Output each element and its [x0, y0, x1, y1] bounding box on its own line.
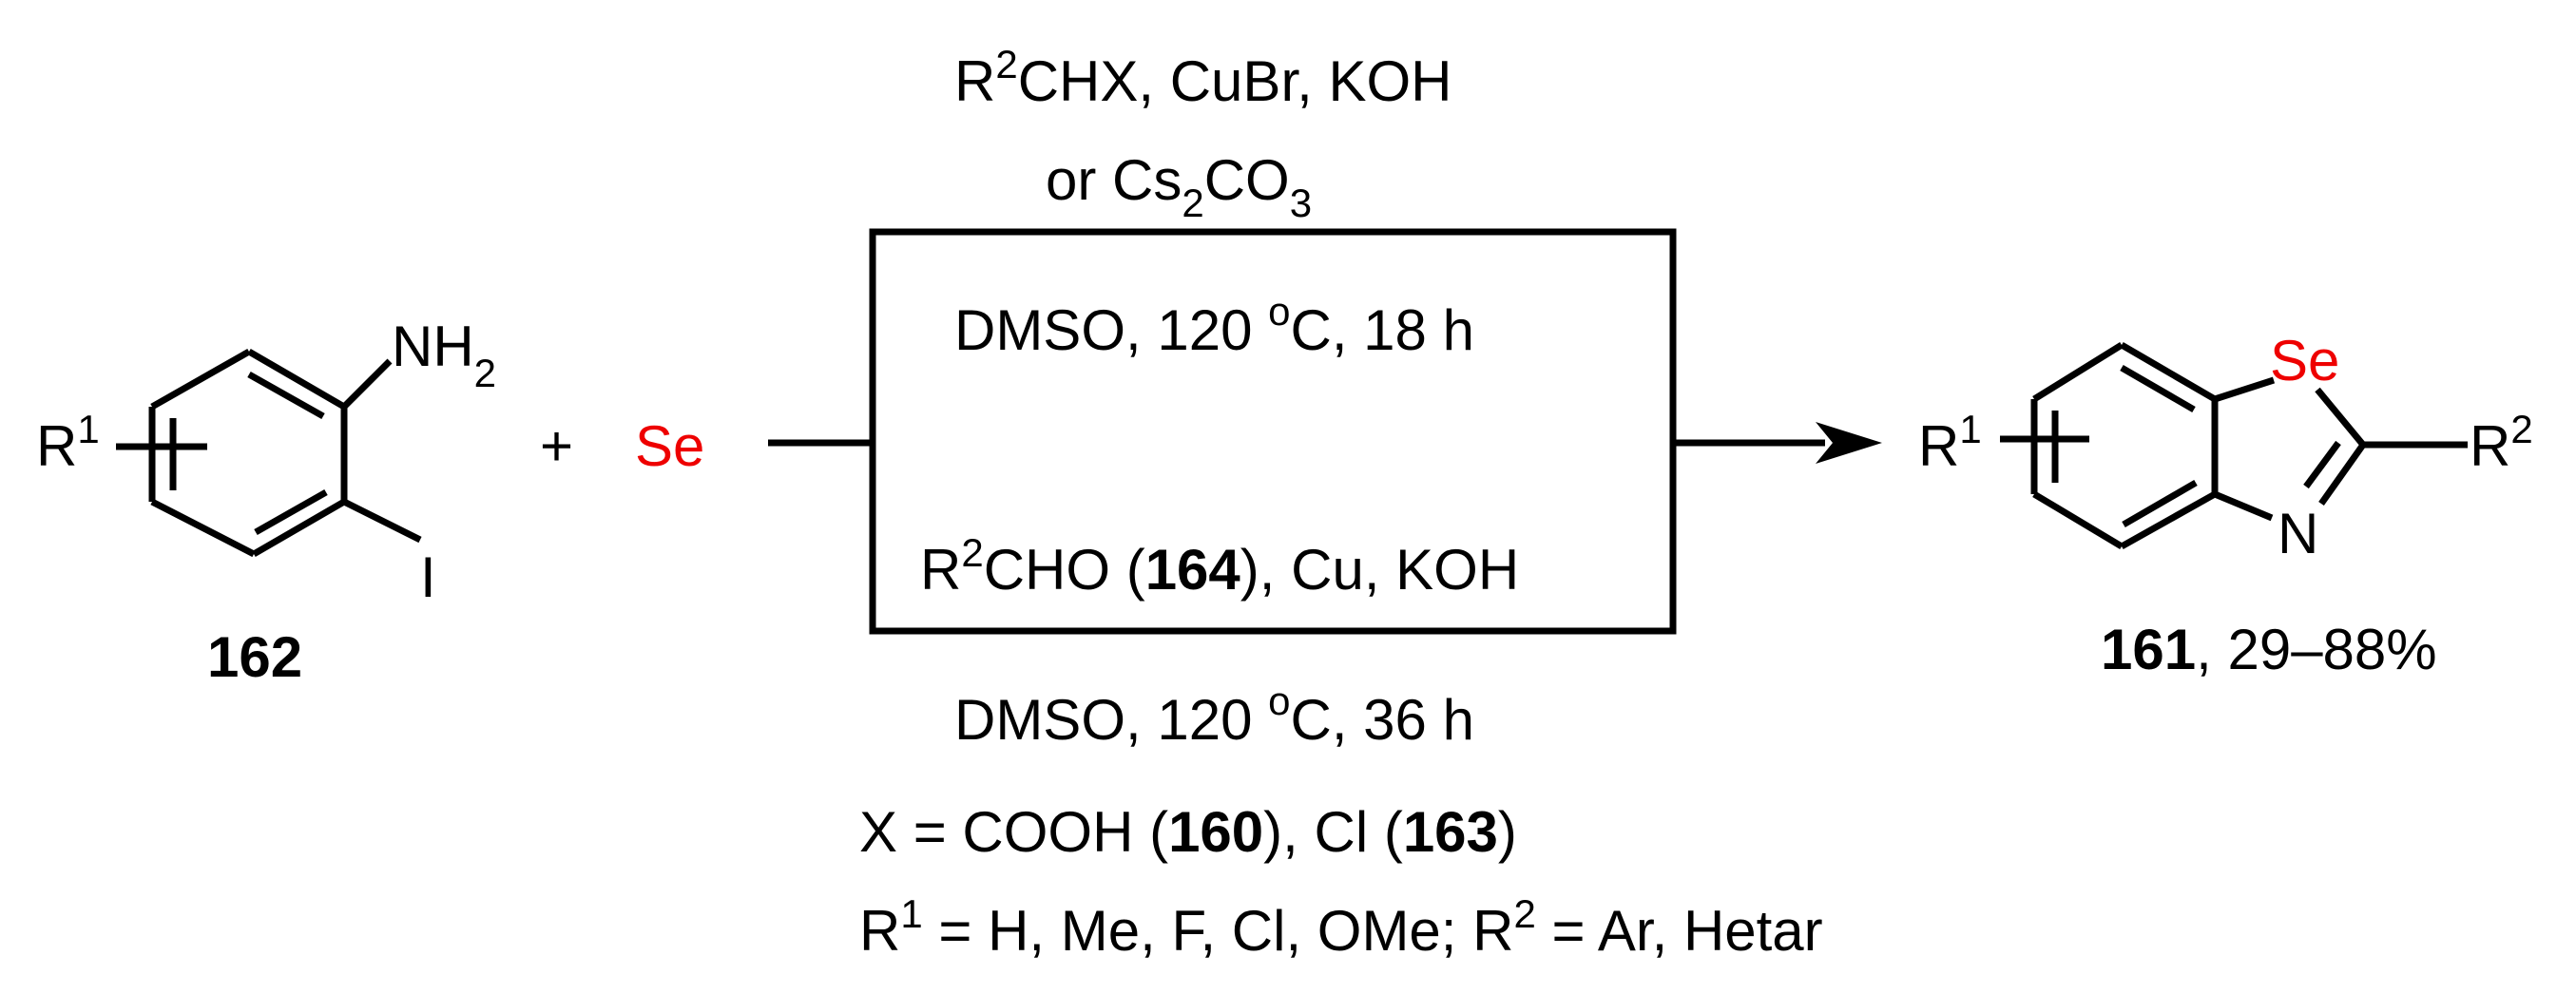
condition-top-line2: or Cs2CO3 — [1046, 148, 1312, 225]
ring-bond — [2120, 490, 2217, 550]
nitrogen-atom-label: N — [2278, 502, 2318, 565]
ring-bond — [247, 348, 346, 411]
compound-label-162: 162 — [207, 625, 302, 689]
iodo-bond — [342, 498, 422, 544]
amine-label: NH2 — [392, 315, 496, 395]
condition-top-line1: R2CHX, CuBr, KOH — [954, 42, 1451, 113]
ring-bond — [2032, 490, 2124, 550]
conditions-box — [869, 228, 1677, 635]
c-n-double-bond — [2318, 442, 2366, 507]
ring-double-bond — [2120, 364, 2196, 413]
amine-bond — [341, 358, 393, 410]
ring-bond — [2032, 342, 2124, 402]
plus-sign: + — [540, 414, 573, 478]
r1-label: R1 — [36, 407, 100, 478]
product-161-structure: Se N R1 R2 161, 29–88% — [1918, 329, 2533, 681]
product-r2-label: R2 — [2470, 407, 2533, 478]
ring-bond — [150, 348, 251, 411]
ring-double-bond — [254, 488, 328, 536]
n-bond — [2213, 490, 2274, 522]
ring-bond — [150, 498, 256, 558]
selenium-reagent: Se — [635, 414, 704, 478]
reactant-162-structure: NH2 I R1 162 — [36, 315, 496, 689]
ring-double-bond — [247, 371, 325, 420]
selenium-atom-label: Se — [2270, 329, 2339, 392]
ring-bond — [2120, 341, 2217, 403]
condition-box-line1: DMSO, 120 oC, 18 h — [954, 289, 1474, 362]
iodine-label: I — [420, 545, 436, 609]
se-bond — [2213, 376, 2276, 403]
ring-double-bond — [2122, 479, 2198, 528]
footnote-x-definition: X = COOH (160), Cl (163) — [859, 800, 1517, 864]
c-n-double-bond — [2303, 440, 2341, 489]
arrow-head — [1816, 422, 1882, 464]
condition-bottom-line: DMSO, 120 oC, 36 h — [954, 679, 1474, 752]
ring-bond — [252, 498, 346, 558]
product-r1-label: R1 — [1918, 407, 1982, 478]
compound-label-161: 161, 29–88% — [2101, 618, 2437, 681]
conditions-frame — [768, 228, 1882, 635]
condition-box-line2: R2CHO (164), Cu, KOH — [920, 530, 1519, 602]
se-bond — [2315, 387, 2366, 448]
footnote-r-definition: R1 = H, Me, F, Cl, OMe; R2 = Ar, Hetar — [859, 891, 1823, 963]
